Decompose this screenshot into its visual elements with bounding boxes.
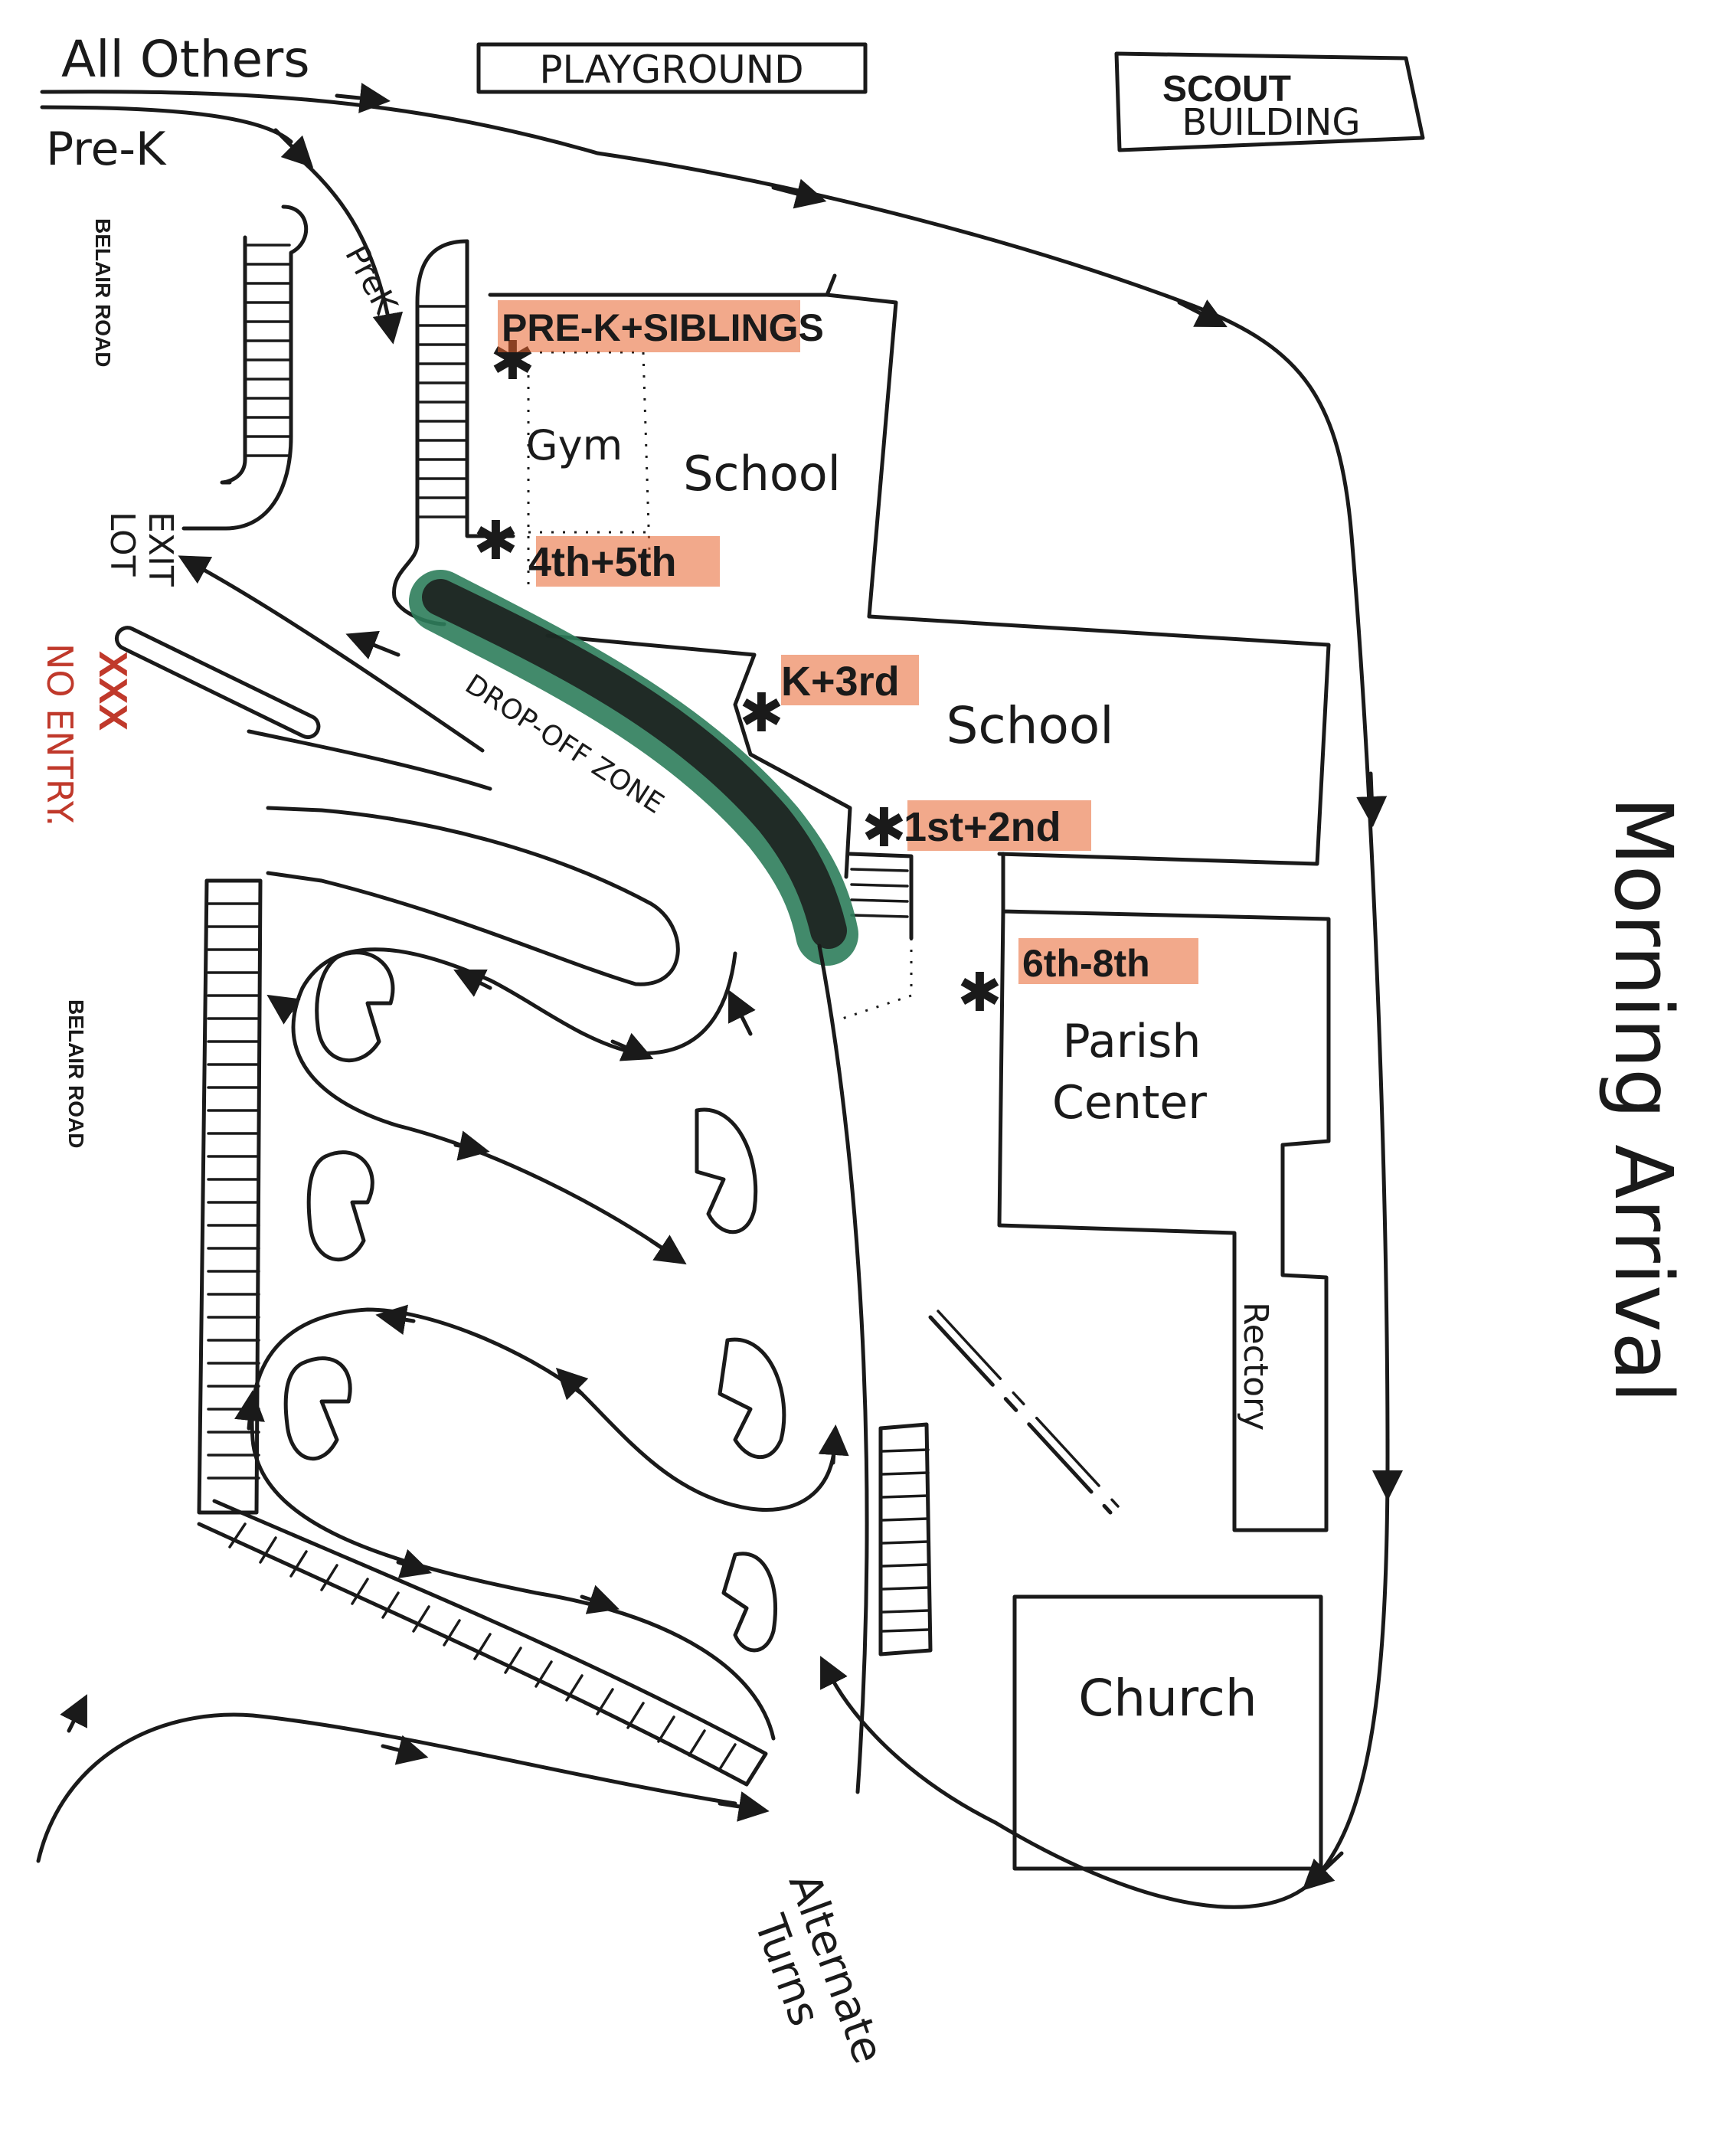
gym-label: Gym (526, 421, 623, 469)
lot-label: LOT (103, 512, 142, 577)
k-3rd-label: K+3rd (781, 659, 900, 705)
pre-k-label: Pre-K (46, 123, 167, 176)
walkway (928, 1310, 1120, 1515)
school-lower-label: School (946, 696, 1113, 755)
center-label: Center (1052, 1076, 1207, 1130)
map-title: Morning Arrival (1597, 796, 1690, 1403)
grades-4-5-label: 4th+5th (528, 539, 677, 585)
entrance-asterisk-icon: ✱ (473, 509, 518, 572)
playground-label: PLAYGROUND (539, 47, 803, 92)
scout-building: SCOUT BUILDING (1114, 51, 1425, 152)
entrance-6th-8th: ✱ 6th-8th (957, 938, 1198, 1024)
alternate-turns-route: Alternate Turns (36, 1694, 893, 2070)
outer-route (40, 83, 1403, 1909)
pre-k-path-label: PreK (338, 239, 405, 322)
all-others-label: All Others (61, 30, 310, 89)
parish-label: Parish (1063, 1015, 1201, 1068)
upper-school-building: Gym School School (488, 273, 1331, 879)
entrance-asterisk-icon: ✱ (739, 682, 784, 744)
belair-road-bottom-label: BELAIR ROAD (64, 999, 88, 1148)
xxx-label: XXX (90, 651, 135, 731)
drop-off-zone: DROP-OFF ZONE (409, 570, 869, 1794)
entrance-asterisk-icon: ✱ (861, 796, 907, 859)
entrance-stairs (842, 852, 914, 1020)
belair-road-top-label: BELAIR ROAD (91, 218, 115, 367)
pre-k-siblings-label: PRE-K+SIBLINGS (502, 306, 824, 349)
school-upper-label: School (683, 446, 841, 502)
entrance-asterisk-icon: ✱ (957, 961, 1002, 1024)
main-parking-lot (197, 806, 933, 1787)
gym-parking-strip (392, 239, 515, 626)
exit-label: EXIT (141, 512, 180, 587)
grades-6-8-label: 6th-8th (1022, 942, 1150, 985)
parish-center: Parish Center (997, 852, 1331, 1532)
playground-box: PLAYGROUND (476, 42, 868, 94)
upper-left-parking (181, 204, 309, 531)
rectory-label: Rectory (1236, 1302, 1275, 1431)
entrance-pre-k-siblings: ✱ PRE-K+SIBLINGS (490, 300, 824, 392)
entrance-k-3rd: ✱ K+3rd (739, 655, 919, 744)
entrance-4th-5th: ✱ 4th+5th (473, 509, 720, 587)
building-label: BUILDING (1182, 101, 1360, 144)
rectory: Rectory (1236, 1302, 1275, 1431)
exit-lot-area: EXIT LOT XXX NO ENTRY. (39, 512, 492, 826)
no-entry-label: NO ENTRY. (39, 643, 80, 826)
entrance-1st-2nd: ✱ 1st+2nd (861, 796, 1091, 859)
grades-1-2-label: 1st+2nd (904, 804, 1061, 850)
church-label: Church (1078, 1669, 1257, 1728)
church: Church (1012, 1594, 1323, 1871)
scout-label: SCOUT (1162, 69, 1291, 110)
